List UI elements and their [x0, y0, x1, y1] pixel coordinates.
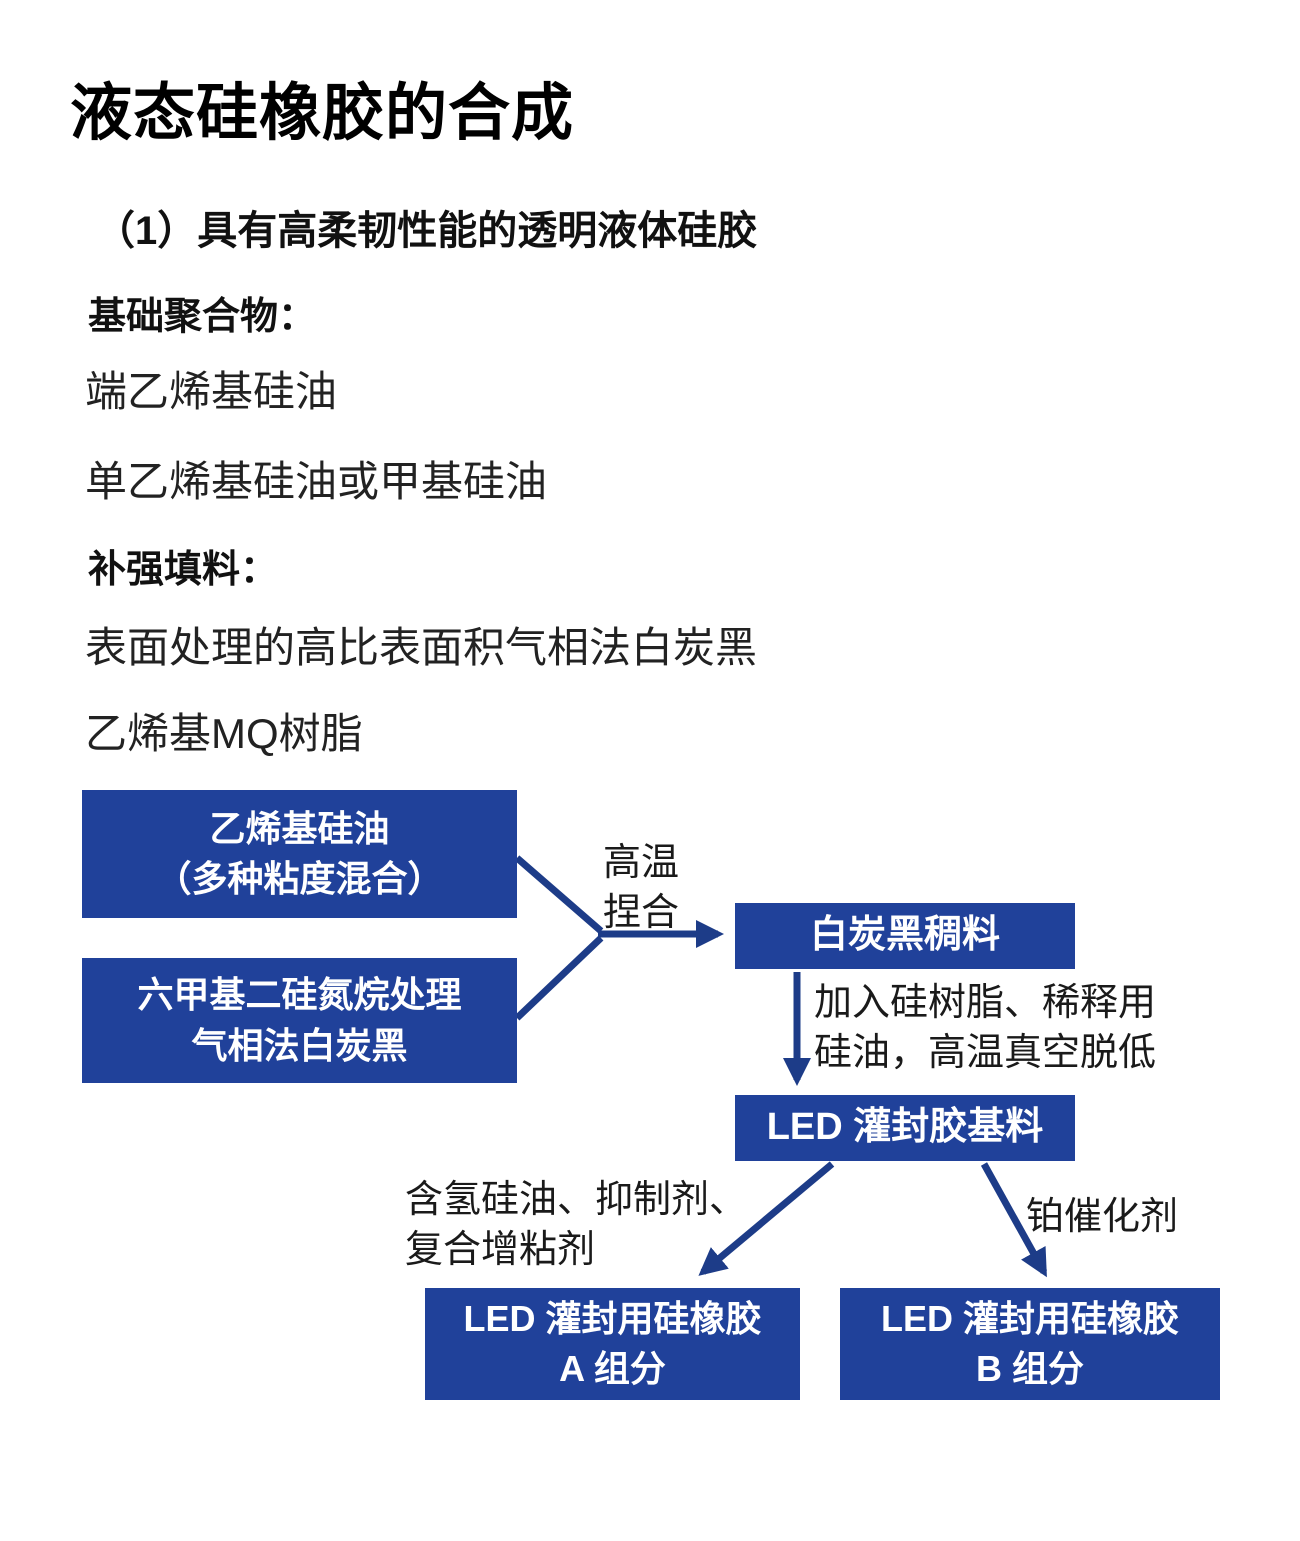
edge-silica-to-junction: [514, 935, 604, 1021]
edge-label-catalyst: 铂催化剂: [1026, 1192, 1178, 1242]
base-polymer-heading: 基础聚合物：: [88, 296, 317, 338]
edge-label-dilute: 加入硅树脂、稀释用 硅油，高温真空脱低: [814, 978, 1156, 1078]
node-line: （多种粘度混合）: [155, 858, 444, 899]
edge-base-to-component-a: [698, 1161, 835, 1276]
edge-label-kneading: 高温 捏合: [603, 838, 679, 938]
base-polymer-item-1: 端乙烯基硅油: [85, 368, 338, 415]
subtitle: （1）具有高柔韧性能的透明液体硅胶: [95, 209, 758, 253]
node-line: 乙烯基硅油: [209, 807, 390, 849]
edge-label-line: 高温: [603, 842, 680, 884]
node-led-potting-base: LED 灌封胶基料: [735, 1095, 1075, 1161]
node-component-a: LED 灌封用硅橡胶 A 组分: [425, 1288, 800, 1400]
edge-label-line: 捏合: [603, 892, 680, 935]
filler-item-2: 乙烯基MQ树脂: [85, 710, 363, 757]
node-component-b: LED 灌封用硅橡胶 B 组分: [840, 1288, 1220, 1400]
node-line: 六甲基二硅氮烷处理: [137, 974, 462, 1016]
node-line: A 组分: [559, 1348, 666, 1389]
node-treated-fumed-silica: 六甲基二硅氮烷处理 气相法白炭黑: [82, 958, 517, 1083]
edge-label-line: 铂催化剂: [1026, 1196, 1179, 1238]
filler-heading: 补强填料：: [88, 549, 279, 591]
edge-label-crosslinker: 含氢硅油、抑制剂、 复合增粘剂: [405, 1175, 747, 1275]
edge-label-line: 加入硅树脂、稀释用: [814, 982, 1157, 1024]
node-line: 白炭黑稠料: [809, 914, 1000, 957]
page-title: 液态硅橡胶的合成: [70, 79, 575, 148]
node-line: LED 灌封用硅橡胶: [463, 1297, 762, 1339]
edge-label-line: 硅油，高温真空脱低: [814, 1032, 1157, 1075]
edge-label-line: 含氢硅油、抑制剂、: [405, 1179, 748, 1221]
node-line: 气相法白炭黑: [191, 1024, 408, 1066]
edge-base-to-component-b: [980, 1162, 1048, 1278]
node-line: B 组分: [975, 1348, 1084, 1389]
node-silica-paste: 白炭黑稠料: [735, 903, 1075, 969]
filler-item-1: 表面处理的高比表面积气相法白炭黑: [85, 624, 758, 671]
edge-vinyl-to-junction: [514, 855, 604, 934]
node-vinyl-silicone-oil: 乙烯基硅油 （多种粘度混合）: [82, 790, 517, 918]
flow-arrows: [514, 855, 1048, 1278]
base-polymer-item-2: 单乙烯基硅油或甲基硅油: [85, 458, 548, 505]
edge-label-line: 复合增粘剂: [405, 1229, 596, 1272]
node-line: LED 灌封胶基料: [766, 1106, 1044, 1149]
node-line: LED 灌封用硅橡胶: [880, 1297, 1179, 1339]
flowchart: 乙烯基硅油 （多种粘度混合） 六甲基二硅氮烷处理 气相法白炭黑 白炭黑稠料 LE…: [0, 780, 1300, 1500]
